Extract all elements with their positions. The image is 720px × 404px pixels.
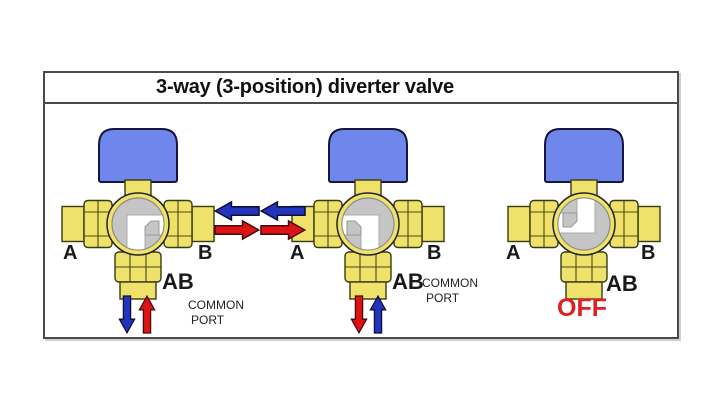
valve-3-port-a-label: A <box>506 242 521 264</box>
valve-1-port-a-label: A <box>63 242 78 264</box>
title-bar: 3-way (3-position) diverter valve <box>45 73 677 104</box>
flow-arrow-blue-left-icon <box>214 201 260 221</box>
flow-arrow-red-right-icon <box>214 220 260 240</box>
valve-2-port-b-label: B <box>427 242 442 264</box>
valve-2-port-a-label: A <box>290 242 305 264</box>
valve-2-common-note-line1: COMMON <box>422 276 478 290</box>
valve-1-port-b-label: B <box>198 242 213 264</box>
valve-3-off-label: OFF <box>557 294 607 322</box>
diagram-title: 3-way (3-position) diverter valve <box>156 76 454 98</box>
valve-1-common-note-line2: PORT <box>191 313 225 327</box>
flow-arrow-red-down-icon <box>350 295 368 334</box>
valve-1-port-ab-label: AB <box>162 269 194 294</box>
valve-2-port-ab-label: AB <box>392 269 424 294</box>
flow-arrow-blue-up-icon <box>369 295 387 334</box>
valve-2-common-note-line2: PORT <box>426 291 460 305</box>
flow-arrow-red-up-icon <box>138 295 156 334</box>
valve-3-port-b-label: B <box>641 242 656 264</box>
valve-3-port-ab-label: AB <box>606 271 638 296</box>
flow-arrow-blue-down-icon <box>118 295 136 334</box>
valve-1-common-note-line1: COMMON <box>188 298 244 312</box>
